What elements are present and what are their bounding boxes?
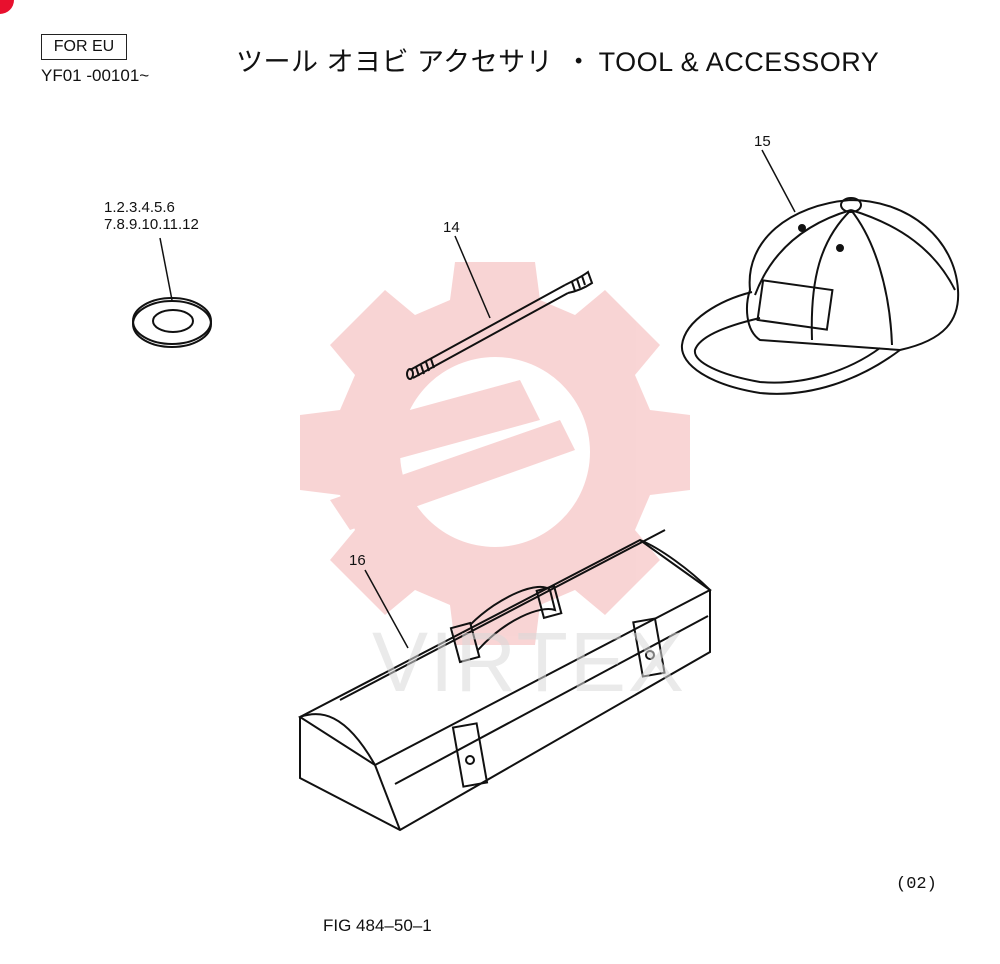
callout-cap: 15: [754, 133, 771, 150]
washer-part: [132, 237, 212, 348]
figure-number: FIG 484–50–1: [323, 916, 432, 935]
revision-number: (02): [896, 875, 937, 894]
title-separator: ・: [565, 47, 593, 77]
title-english: TOOL & ACCESSORY: [598, 47, 880, 77]
callout-washer-line1: 1.2.3.4.5.6: [104, 199, 175, 216]
cap-part: [680, 149, 960, 395]
region-badge: FOR EU: [41, 34, 127, 60]
watermark-gear-icon: [300, 262, 690, 645]
toolbox-part: [298, 529, 712, 832]
serial-range: YF01 -00101~: [41, 66, 150, 85]
callout-toolbox: 16: [349, 552, 366, 569]
callout-rod: 14: [443, 219, 460, 236]
title-japanese: ツール オヨビ アクセサリ: [236, 47, 554, 77]
rod-part: [406, 235, 594, 380]
callout-washer-line2: 7.8.9.10.11.12: [104, 216, 199, 233]
watermark-text: VIRTEX: [372, 615, 686, 709]
page-title: ツール オヨビ アクセサリ・TOOL & ACCESSORY: [236, 40, 879, 79]
